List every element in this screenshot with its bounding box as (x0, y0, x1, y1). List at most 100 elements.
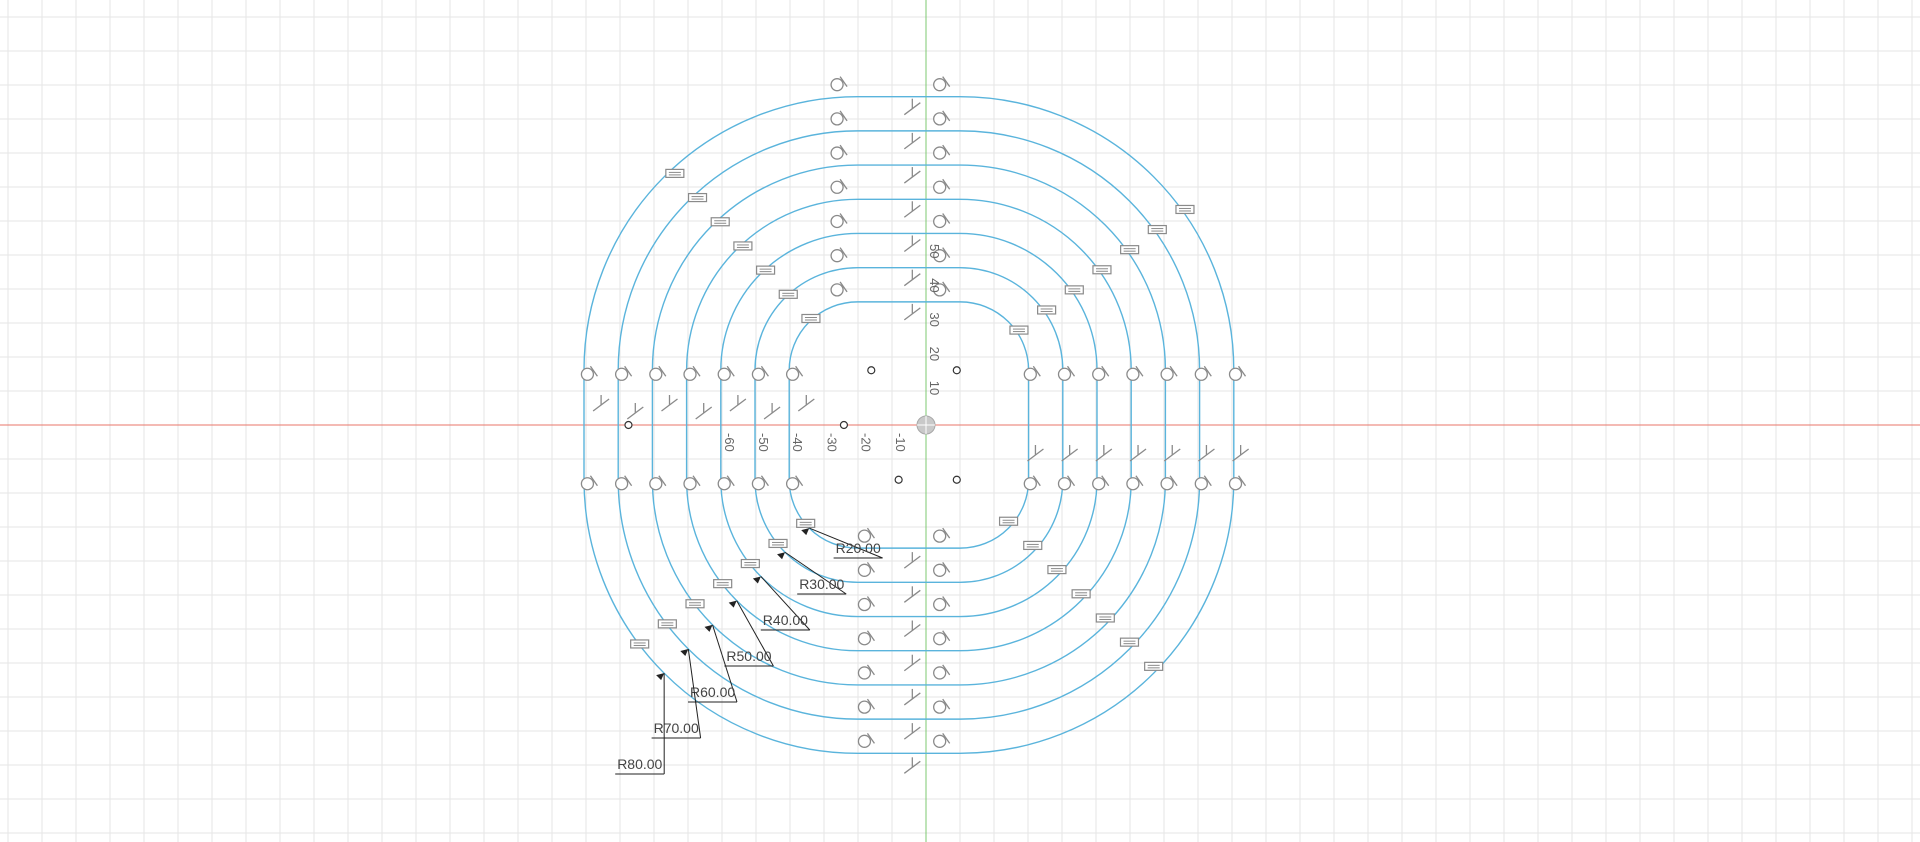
tangent-constraint[interactable] (580, 365, 598, 381)
perpendicular-constraint[interactable] (1061, 445, 1079, 462)
dimension-label[interactable]: R20.00 (836, 540, 881, 556)
dimension-label[interactable]: R70.00 (654, 720, 699, 736)
perpendicular-constraint[interactable] (903, 303, 921, 321)
tangent-constraint[interactable] (933, 281, 951, 297)
tangent-constraint[interactable] (751, 365, 769, 381)
perpendicular-constraint[interactable] (1027, 445, 1044, 462)
perpendicular-constraint[interactable] (903, 201, 921, 218)
equal-constraint[interactable] (685, 599, 705, 609)
equal-constraint[interactable] (1009, 325, 1029, 335)
equal-constraint[interactable] (1023, 540, 1043, 551)
tangent-constraint[interactable] (1126, 475, 1144, 491)
perpendicular-constraint[interactable] (1095, 445, 1113, 462)
equal-constraint[interactable] (713, 579, 733, 589)
tangent-constraint[interactable] (857, 630, 875, 646)
tangent-constraint[interactable] (614, 365, 633, 381)
equal-constraint[interactable] (1037, 305, 1057, 315)
tangent-constraint[interactable] (1194, 365, 1212, 381)
equal-constraint[interactable] (755, 265, 776, 275)
profile-group[interactable] (583, 95, 1235, 755)
perpendicular-constraint[interactable] (1129, 445, 1147, 462)
sketch-point[interactable] (867, 366, 876, 375)
perpendicular-constraint[interactable] (592, 395, 610, 412)
perpendicular-constraint[interactable] (626, 403, 644, 420)
sketch-point[interactable] (952, 366, 961, 375)
tangent-constraint[interactable] (933, 76, 951, 92)
tangent-constraint[interactable] (830, 144, 848, 160)
tangent-constraint[interactable] (933, 664, 951, 680)
sketch-point[interactable] (952, 475, 961, 484)
equal-constraint[interactable] (1120, 245, 1140, 255)
tangent-constraint[interactable] (683, 475, 701, 491)
tangent-constraint[interactable] (933, 213, 951, 229)
radius-dimension[interactable]: R20.00 (801, 527, 883, 559)
equal-constraint[interactable] (1092, 265, 1112, 275)
tangent-constraint[interactable] (649, 475, 667, 491)
perpendicular-constraint[interactable] (903, 167, 921, 184)
equal-constraint[interactable] (657, 619, 677, 629)
tangent-constraint[interactable] (580, 475, 598, 491)
equal-constraint[interactable] (796, 518, 816, 528)
radius-dimensions[interactable]: R20.00R30.00R40.00R50.00R60.00R70.00R80.… (615, 527, 883, 775)
constraint-glyphs[interactable] (580, 76, 1250, 774)
tangent-constraint[interactable] (830, 178, 848, 194)
equal-constraint[interactable] (740, 558, 760, 569)
perpendicular-constraint[interactable] (1163, 445, 1181, 462)
equal-constraint[interactable] (1175, 204, 1195, 215)
tangent-constraint[interactable] (1126, 365, 1144, 381)
equal-constraint[interactable] (801, 313, 821, 324)
equal-constraint[interactable] (1144, 661, 1164, 671)
tangent-constraint[interactable] (933, 630, 951, 646)
perpendicular-constraint[interactable] (903, 586, 921, 603)
perpendicular-constraint[interactable] (903, 98, 921, 116)
dimension-label[interactable]: R60.00 (690, 684, 735, 700)
sketch-point[interactable] (839, 420, 849, 430)
tangent-constraint[interactable] (857, 698, 875, 714)
perpendicular-constraint[interactable] (903, 723, 921, 740)
tangent-constraint[interactable] (649, 365, 667, 381)
profile-outline-r80[interactable] (583, 95, 1235, 755)
tangent-constraint[interactable] (830, 110, 848, 126)
tangent-constraint[interactable] (1057, 365, 1076, 381)
perpendicular-constraint[interactable] (1232, 445, 1250, 462)
tangent-constraint[interactable] (614, 475, 633, 491)
equal-constraint[interactable] (733, 241, 753, 251)
tangent-constraint[interactable] (683, 365, 701, 381)
perpendicular-constraint[interactable] (729, 395, 747, 412)
equal-constraint[interactable] (710, 217, 730, 227)
perpendicular-constraint[interactable] (797, 395, 815, 412)
perpendicular-constraint[interactable] (903, 269, 921, 287)
sketch-point[interactable] (894, 475, 903, 484)
radius-dimension[interactable]: R40.00 (752, 576, 811, 631)
profile-outline-r20[interactable] (788, 301, 1030, 549)
tangent-constraint[interactable] (751, 475, 769, 491)
radius-dimension[interactable]: R60.00 (688, 624, 738, 703)
equal-constraint[interactable] (778, 289, 798, 299)
tangent-constraint[interactable] (933, 247, 951, 263)
perpendicular-constraint[interactable] (763, 403, 781, 420)
equal-constraint[interactable] (998, 516, 1019, 526)
tangent-constraint[interactable] (933, 178, 951, 194)
equal-constraint[interactable] (768, 538, 788, 549)
perpendicular-constraint[interactable] (903, 235, 921, 252)
dimension-label[interactable]: R40.00 (763, 612, 808, 628)
perpendicular-constraint[interactable] (903, 132, 921, 150)
tangent-constraint[interactable] (857, 561, 875, 577)
tangent-constraint[interactable] (1160, 365, 1178, 381)
tangent-constraint[interactable] (857, 732, 875, 748)
profile-outline-r50[interactable] (685, 198, 1132, 652)
profile-outline-r60[interactable] (651, 164, 1167, 686)
radius-dimension[interactable]: R50.00 (724, 600, 774, 667)
equal-constraint[interactable] (665, 168, 685, 178)
radius-dimension[interactable]: R70.00 (651, 648, 702, 739)
tangent-constraint[interactable] (717, 365, 735, 381)
perpendicular-constraint[interactable] (1198, 445, 1215, 462)
tangent-constraint[interactable] (933, 527, 951, 543)
tangent-constraint[interactable] (717, 475, 735, 491)
tangent-constraint[interactable] (933, 698, 951, 714)
perpendicular-constraint[interactable] (695, 403, 713, 420)
perpendicular-constraint[interactable] (661, 395, 678, 412)
dimension-label[interactable]: R50.00 (726, 648, 771, 664)
equal-constraint[interactable] (1064, 285, 1084, 295)
